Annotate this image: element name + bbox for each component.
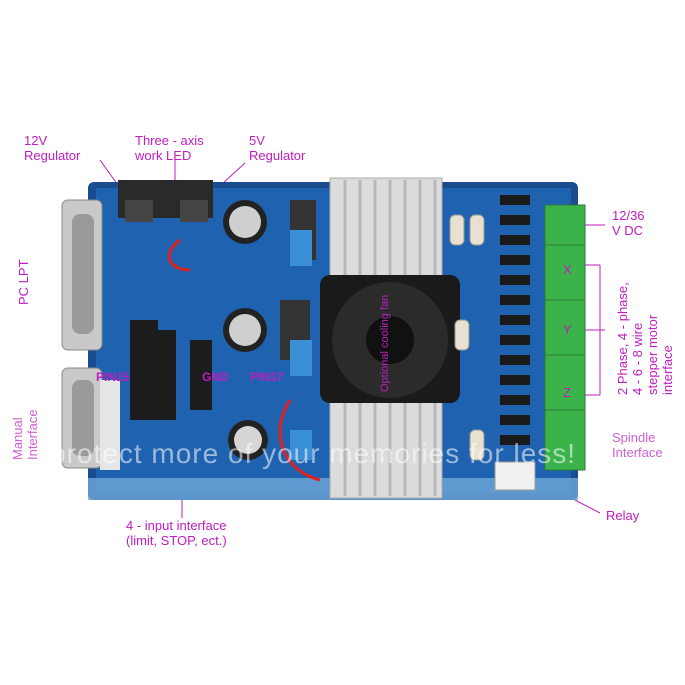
axis-x-label: X: [563, 262, 572, 277]
label-line: Regulator: [249, 148, 306, 163]
axis-z-label: Z: [563, 385, 571, 400]
label-line: 5V: [249, 133, 265, 148]
manual-interface-label: Manual Interface: [10, 409, 40, 460]
label-line: 4 - input interface: [126, 518, 227, 533]
fan-note-mark: Optional cooling fan: [379, 294, 391, 392]
pin17-mark: PIN17: [250, 370, 284, 384]
label-line: 4 - 6 - 8 wire: [630, 322, 645, 395]
spindle-interface-label: Spindle Interface: [612, 430, 663, 460]
label-line: Interface: [25, 409, 40, 460]
pin15-mark: PIN15: [96, 370, 130, 384]
axis-y-label: Y: [563, 322, 572, 337]
label-line: interface: [660, 345, 675, 395]
label-line: 2 Phase, 4 - phase,: [615, 282, 630, 395]
label-line: work LED: [135, 148, 192, 163]
regulator-5v-label: 5V Regulator: [249, 133, 305, 163]
regulator-12v-label: 12V Regulator: [24, 133, 80, 163]
stepper-motor-interface-label: 2 Phase, 4 - phase, 4 - 6 - 8 wire stepp…: [615, 282, 675, 395]
label-line: Regulator: [24, 148, 81, 163]
label-line: Spindle: [612, 430, 656, 445]
label-line: 12V: [24, 133, 48, 148]
power-input-label: 12/36 V DC: [612, 208, 645, 238]
label-line: Interface: [612, 445, 663, 460]
label-line: (limit, STOP, ect.): [126, 533, 227, 548]
relay-label: Relay: [606, 508, 640, 523]
pc-lpt-label: PC LPT: [16, 259, 31, 305]
work-led-label: Three - axis work LED: [135, 133, 204, 163]
label-line: Manual: [10, 417, 25, 460]
input-interface-label: 4 - input interface (limit, STOP, ect.): [126, 518, 227, 548]
label-line: 12/36: [612, 208, 645, 223]
label-line: V DC: [612, 223, 644, 238]
label-line: stepper motor: [645, 314, 660, 395]
watermark-text: protect more of your memories for less!: [50, 438, 577, 469]
label-line: Three - axis: [135, 133, 204, 148]
gnd-mark: GND: [202, 370, 229, 384]
